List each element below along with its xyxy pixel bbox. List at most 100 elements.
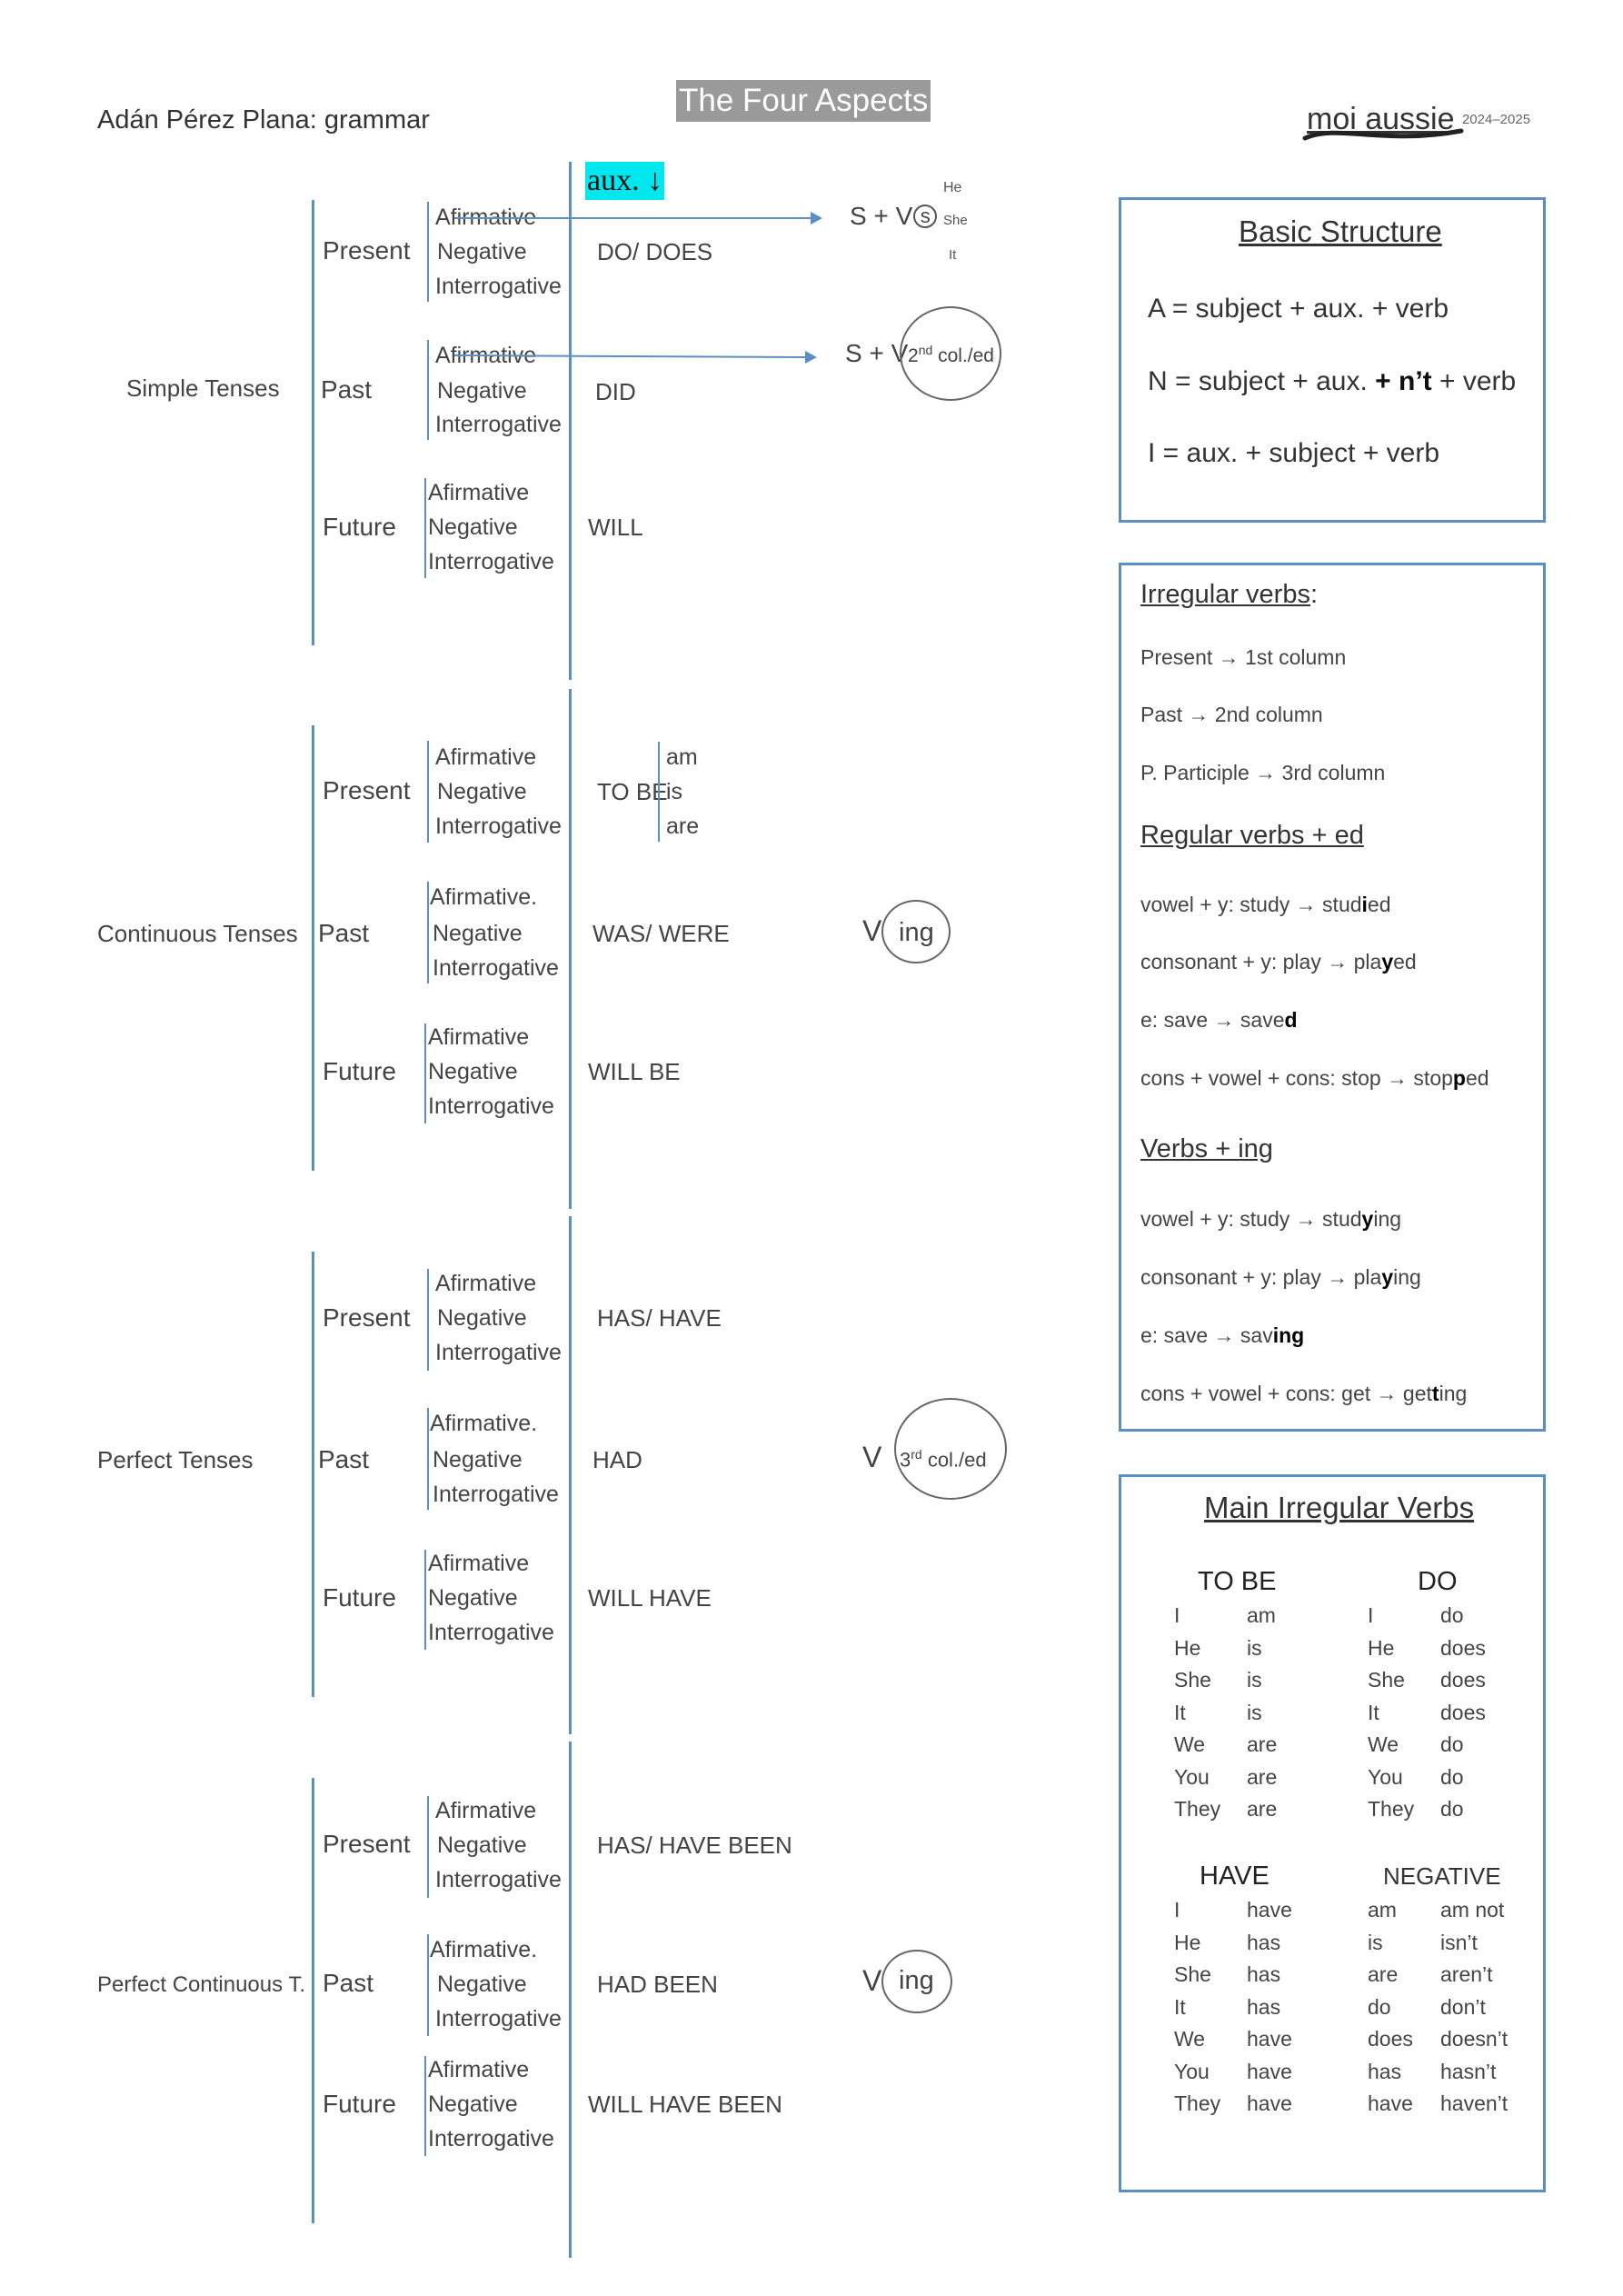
- table-cell-key: is: [1368, 1930, 1383, 1954]
- table-cell-key: It: [1174, 1700, 1186, 1724]
- table-cell-value: is: [1247, 1635, 1262, 1660]
- tense-perfect-continuous-present: Present: [323, 1830, 411, 1858]
- form-interrogative: Interrogative: [433, 1482, 559, 1507]
- rule-highlight: d: [1284, 1008, 1298, 1032]
- table-row: is isn’t: [1368, 1927, 1522, 1960]
- form-negative: Negative: [437, 378, 527, 404]
- regular-rule: e: save → saved: [1140, 1008, 1298, 1033]
- table-cell-value: have: [1247, 1898, 1292, 1922]
- rule-highlight: i: [1361, 893, 1368, 916]
- form-interrogative: Interrogative: [433, 955, 559, 981]
- form-negative: Negative: [428, 1585, 518, 1611]
- rule-highlight: y: [1381, 950, 1394, 973]
- suffix-number: 3: [900, 1448, 911, 1472]
- table-cell-value: does: [1440, 1635, 1486, 1660]
- suffix-number: 2: [908, 345, 919, 366]
- form-interrogative: Interrogative: [435, 814, 562, 839]
- table-row: You have: [1174, 2056, 1319, 2089]
- formula-text: = aux. + subject + verb: [1155, 438, 1440, 468]
- forms-bracket: [424, 2056, 426, 2156]
- brand-swoosh-icon: [1302, 128, 1464, 141]
- aux-divider-4: [569, 1742, 572, 2258]
- aux-perfect-past: HAD: [592, 1446, 642, 1473]
- form-negative: Negative: [437, 1305, 527, 1331]
- continuous-form-circle: [881, 900, 951, 963]
- table-cell-value: doesn’t: [1440, 2027, 1508, 2051]
- aspect-bracket-perfect: [312, 1252, 314, 1697]
- formula-letter: N: [1148, 366, 1168, 396]
- aux-is: is: [666, 779, 683, 804]
- form-affirmative: Afirmative.: [430, 1411, 538, 1436]
- table-cell-value: does: [1440, 1700, 1486, 1724]
- form-interrogative: Interrogative: [428, 1620, 554, 1645]
- form-interrogative: Interrogative: [435, 1867, 562, 1892]
- formula-bold: + n’t: [1375, 366, 1432, 396]
- rule-suffix: ing: [1373, 1207, 1402, 1231]
- aux-am: am: [666, 744, 698, 770]
- aux-are: are: [666, 814, 700, 839]
- forms-bracket: [424, 1023, 426, 1123]
- table-cell-key: She: [1368, 1668, 1405, 1692]
- table-cell-value: isn’t: [1440, 1930, 1478, 1954]
- perfect-continuous-form-suffix: ing: [899, 1966, 934, 1995]
- table-cell-key: It: [1174, 1994, 1186, 2019]
- irregular-verbs-heading: Irregular verbs:: [1140, 580, 1318, 610]
- form-affirmative: Afirmative: [428, 1551, 530, 1576]
- table-cell-key: You: [1174, 2059, 1210, 2083]
- table-row: It is: [1174, 1697, 1319, 1730]
- table-cell-value: are: [1247, 1732, 1278, 1756]
- table-cell-value: has: [1247, 1994, 1281, 2019]
- rule-text: cons + vowel + cons: get → get: [1140, 1382, 1432, 1405]
- tense-continuous-present: Present: [323, 776, 411, 804]
- form-interrogative: Interrogative: [435, 412, 562, 437]
- form-negative: Negative: [437, 1832, 527, 1858]
- ing-verbs-title: Verbs + ing: [1140, 1134, 1273, 1163]
- table-cell-key: They: [1174, 2091, 1221, 2115]
- table-cell-key: am: [1368, 1898, 1397, 1922]
- rule-text: vowel + y: study → stud: [1140, 1207, 1362, 1231]
- form-affirmative: Afirmative: [428, 2057, 530, 2082]
- irregular-item: P. Participle → 3rd column: [1140, 761, 1386, 784]
- form-interrogative: Interrogative: [435, 1340, 562, 1365]
- ing-rule: cons + vowel + cons: get → getting: [1140, 1382, 1467, 1406]
- ing-rule: consonant + y: play → playing: [1140, 1265, 1421, 1290]
- table-cell-key: It: [1368, 1700, 1379, 1724]
- rule-highlight: p: [1452, 1066, 1466, 1090]
- table-cell-value: aren’t: [1440, 1962, 1493, 1986]
- tense-simple-present: Present: [323, 236, 411, 265]
- pronoun-he: He: [943, 180, 962, 195]
- regular-rule: cons + vowel + cons: stop → stopped: [1140, 1066, 1489, 1091]
- forms-bracket: [427, 1408, 429, 1510]
- to-be-title: TO BE: [1198, 1567, 1277, 1596]
- table-cell-key: are: [1368, 1962, 1399, 1986]
- formula-text: = subject + aux. + verb: [1164, 294, 1449, 324]
- table-cell-key: does: [1368, 2027, 1413, 2051]
- tense-perfect-past: Past: [318, 1445, 370, 1473]
- table-row: are aren’t: [1368, 1959, 1522, 1992]
- rule-highlight: ing: [1272, 1323, 1305, 1347]
- table-cell-value: is: [1247, 1700, 1262, 1724]
- do-title: DO: [1418, 1567, 1458, 1596]
- forms-bracket: [427, 882, 429, 983]
- suffix-rest: col./ed: [932, 345, 994, 366]
- form-negative: Negative: [428, 1059, 518, 1084]
- suffix-rest: col./ed: [921, 1448, 987, 1472]
- perfect-form-circle: [894, 1398, 1007, 1500]
- page-title: The Four Aspects: [676, 80, 931, 122]
- perfect-form-base: V: [862, 1441, 882, 1473]
- brand-logo: moi aussie 2024–2025: [1302, 102, 1530, 141]
- table-cell-value: have: [1247, 2059, 1292, 2083]
- brand-name: moi aussie: [1307, 102, 1455, 136]
- simple-past-form-base: S + V: [845, 339, 909, 367]
- rule-text: consonant + y: play → pla: [1140, 950, 1382, 973]
- verb-rules-box: [1119, 563, 1546, 1432]
- basic-structure-title: Basic Structure: [1239, 215, 1442, 248]
